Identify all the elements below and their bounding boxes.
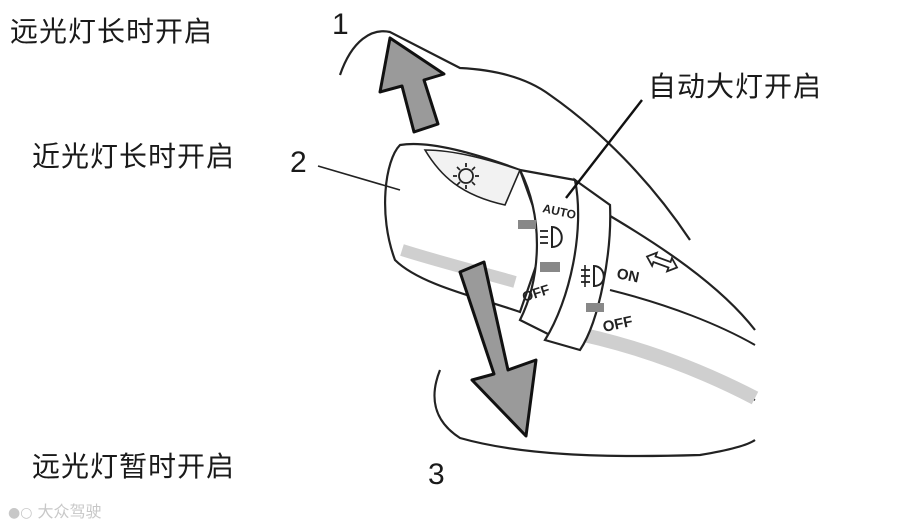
leader-line-two: [317, 165, 401, 191]
mark-auto: AUTO: [541, 201, 577, 222]
arrow-up: [378, 36, 446, 134]
indicator-bar-fog-off: [586, 303, 604, 312]
number-two: 2: [290, 146, 307, 179]
stalk-shaft-upper: [609, 289, 756, 346]
leader-line-auto: [565, 99, 643, 199]
stalk-knob-stripe: [400, 244, 517, 288]
label-high-beam-temp: 远光灯暂时开启: [32, 450, 236, 483]
watermark: ●○ 大众驾驶: [8, 498, 102, 522]
label-high-beam-on: 远光灯长时开启: [10, 15, 214, 48]
indicator-bar-auto: [518, 220, 536, 229]
column-outline-upper: [338, 30, 691, 241]
label-low-beam-on: 近光灯长时开启: [32, 140, 236, 173]
label-auto-light-on: 自动大灯开启: [648, 70, 823, 103]
arrow-down: [458, 260, 538, 438]
mark-off-outer: OFF: [601, 313, 634, 336]
column-outline-right: [599, 209, 756, 331]
watermark-logo-icon: ●○: [8, 505, 33, 521]
watermark-text: 大众驾驶: [37, 502, 102, 521]
indicator-bar-off: [540, 262, 560, 272]
column-outline-lower: [433, 369, 756, 458]
headlight-icon: [540, 225, 563, 249]
turn-signal-icon: [645, 251, 679, 273]
mark-on: ON: [615, 265, 641, 286]
number-one: 1: [332, 8, 349, 41]
number-three: 3: [428, 458, 445, 491]
fog-light-icon: [581, 264, 605, 288]
stalk-shaft-band: [558, 323, 759, 405]
sun-icon: [453, 163, 479, 189]
